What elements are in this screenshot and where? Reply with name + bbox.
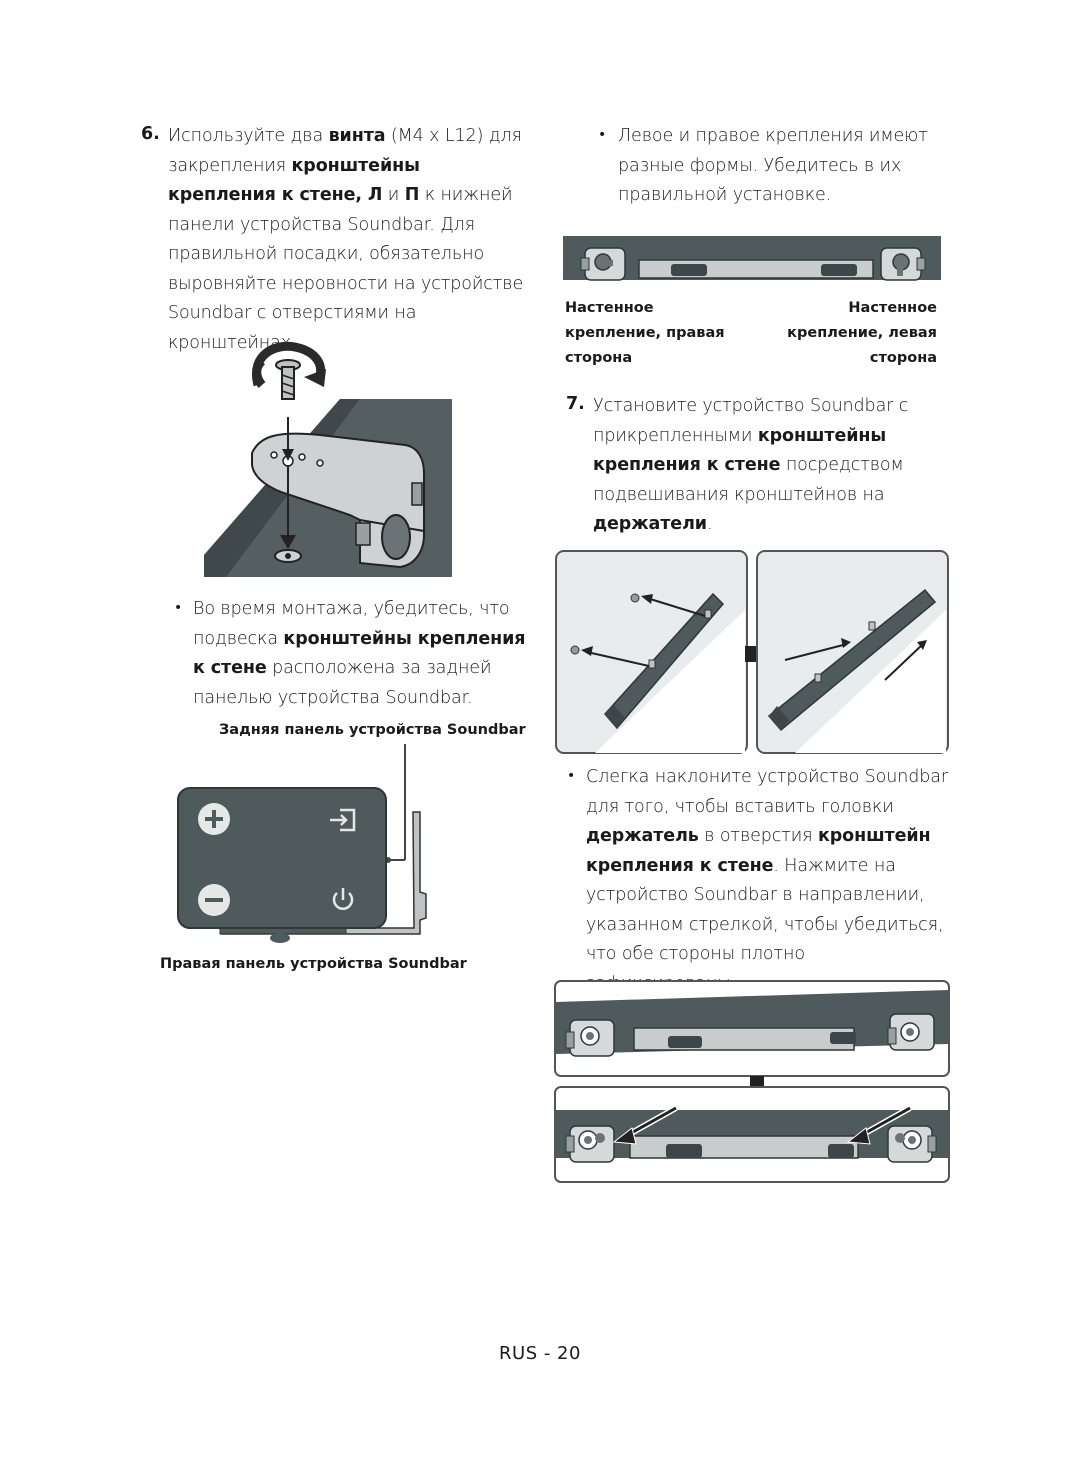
right-bracket-label: Настенное крепление, правая сторона: [565, 300, 725, 366]
left-bracket-icon: [887, 1013, 935, 1051]
bullet-tilt-text: Слегка наклоните устройство Soundbar для…: [586, 767, 949, 994]
screw-icon: [275, 359, 301, 400]
bullet-dot: •: [174, 600, 183, 616]
right-bracket-icon: [565, 1125, 615, 1163]
power-icon: [332, 888, 354, 910]
step-6-text: Используйте два винта (M4 x L12) для зак…: [168, 126, 524, 353]
page-number: RUS - 20: [499, 1343, 581, 1364]
bullet-dot: •: [567, 768, 576, 784]
left-bracket-label: Настенное крепление, левая сторона: [787, 300, 937, 366]
brackets-comparison-illustration: [563, 236, 941, 281]
right-panel-caption: Правая панель устройства Soundbar: [160, 956, 467, 972]
bullet-mount-text: Во время монтажа, убедитесь, что подвеск…: [193, 599, 526, 708]
volume-down-icon: [198, 884, 230, 916]
bullet-dot: •: [598, 127, 607, 143]
soundbar-left-illustration: [604, 592, 725, 730]
step-7-text: Установите устройство Soundbar с прикреп…: [593, 396, 909, 534]
step-6-number: 6.: [141, 124, 160, 144]
left-bracket-icon: [880, 247, 926, 281]
soundbar-right-illustration: [767, 588, 937, 732]
side-panel-illustration: [177, 744, 427, 943]
lock-in-illustration: [554, 980, 950, 1183]
rear-panel-caption: Задняя панель устройства Soundbar: [219, 722, 526, 738]
step-7-number: 7.: [566, 394, 585, 414]
rotate-arrow-icon: [252, 341, 326, 388]
left-bracket-icon: [887, 1125, 937, 1163]
screw-bracket-illustration: [204, 341, 452, 577]
right-bracket-icon: [580, 247, 626, 281]
input-source-icon: [330, 808, 356, 832]
volume-up-icon: [198, 803, 230, 835]
right-bracket-icon: [565, 1019, 615, 1057]
hanging-step-illustration: [555, 550, 949, 754]
bullet-shapes-text: Левое и правое крепления имеют разные фо…: [618, 126, 928, 205]
